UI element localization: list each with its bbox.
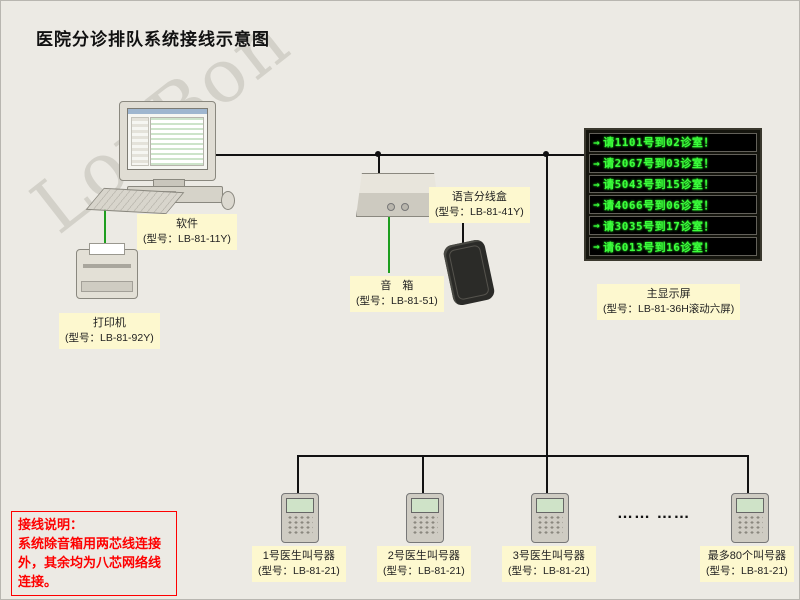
- led-text: 请2067号到03诊室！: [603, 157, 715, 171]
- caller2-model: (型号：LB-81-21): [383, 565, 465, 578]
- speaker-model: (型号：LB-81-51): [356, 295, 438, 308]
- mouse: [221, 191, 235, 210]
- page-title: 医院分诊排队系统接线示意图: [36, 30, 270, 49]
- voicebox-label: 语言分线盒 (型号：LB-81-41Y): [429, 187, 530, 224]
- software-window-sidebar: [131, 117, 149, 166]
- display-model: (型号：LB-81-36H滚动六屏): [603, 303, 735, 316]
- wire-printer-green: [104, 207, 106, 249]
- arrow-icon: →: [593, 198, 601, 212]
- wire-trunk-vertical: [546, 154, 548, 493]
- caller4-model: (型号：LB-81-21): [706, 565, 788, 578]
- caller1-model: (型号：LB-81-21): [258, 565, 340, 578]
- arrow-icon: →: [593, 219, 601, 233]
- caller2-label: 2号医生叫号器 (型号：LB-81-21): [377, 546, 471, 583]
- caller4-label: 最多80个叫号器 (型号：LB-81-21): [700, 546, 794, 583]
- printer-tray: [81, 281, 133, 292]
- wire-caller2-drop: [422, 455, 424, 493]
- caller-keypad: [537, 515, 563, 535]
- led-text: 请6013号到16诊室！: [603, 240, 715, 254]
- main-led-display: → 请1101号到02诊室！ → 请2067号到03诊室！ → 请5043号到1…: [584, 128, 762, 261]
- caller3-name: 3号医生叫号器: [512, 550, 585, 562]
- display-name: 主显示屏: [646, 288, 691, 300]
- arrow-icon: →: [593, 135, 601, 149]
- speaker-name: 音 箱: [380, 280, 414, 292]
- led-text: 请5043号到15诊室！: [603, 178, 715, 192]
- software-label: 软件 (型号：LB-81-11Y): [137, 214, 237, 251]
- caller-lcd: [736, 498, 764, 513]
- printer-name: 打印机: [92, 317, 126, 329]
- led-text: 请3035号到17诊室！: [603, 219, 715, 233]
- wire-junction: [543, 151, 549, 157]
- printer-model: (型号：LB-81-92Y): [65, 332, 154, 345]
- voicebox-model: (型号：LB-81-41Y): [435, 206, 524, 219]
- wire-speaker-green: [388, 215, 390, 273]
- voicebox-name: 语言分线盒: [451, 191, 507, 203]
- led-row: → 请4066号到06诊室！: [589, 195, 757, 215]
- software-window-titlebar: [128, 109, 207, 114]
- caller-keypad: [737, 515, 763, 535]
- led-row: → 请1101号到02诊室！: [589, 133, 757, 152]
- caller1-label: 1号医生叫号器 (型号：LB-81-21): [252, 546, 346, 583]
- led-row: → 请2067号到03诊室！: [589, 153, 757, 173]
- arrow-icon: →: [593, 177, 601, 191]
- printer-paper: [89, 243, 125, 255]
- software-model: (型号：LB-81-11Y): [143, 233, 231, 246]
- voice-distribution-box: [356, 173, 440, 217]
- caller-device-3: [531, 493, 569, 543]
- caller3-model: (型号：LB-81-21): [508, 565, 590, 578]
- wire-caller-bus: [297, 455, 749, 457]
- arrow-icon: →: [593, 156, 601, 170]
- caller4-name: 最多80个叫号器: [707, 550, 786, 562]
- display-label: 主显示屏 (型号：LB-81-36H滚动六屏): [597, 284, 741, 321]
- caller-device-1: [281, 493, 319, 543]
- wire-caller1-drop: [297, 455, 299, 493]
- led-text: 请4066号到06诊室！: [603, 198, 715, 212]
- caller-keypad: [287, 515, 313, 535]
- wire-junction: [375, 151, 381, 157]
- caller1-name: 1号医生叫号器: [262, 550, 335, 562]
- wiring-note: 接线说明： 系统除音箱用两芯线连接外，其余均为八芯网络线连接。: [11, 511, 177, 597]
- printer: [76, 243, 138, 299]
- software-name: 软件: [175, 218, 198, 230]
- caller-keypad: [412, 515, 438, 535]
- wire-main-horizontal: [214, 154, 584, 156]
- wiring-note-heading: 接线说明：: [18, 517, 84, 532]
- printer-label: 打印机 (型号：LB-81-92Y): [59, 313, 160, 350]
- led-row: → 请5043号到15诊室！: [589, 174, 757, 194]
- led-text: 请1101号到02诊室！: [603, 136, 715, 150]
- speaker-label: 音 箱 (型号：LB-81-51): [350, 276, 444, 313]
- keyboard: [85, 187, 185, 215]
- caller-lcd: [286, 498, 314, 513]
- led-row: → 请6013号到16诊室！: [589, 237, 757, 256]
- computer-screen: [127, 108, 208, 170]
- printer-slot: [83, 264, 131, 268]
- caller3-label: 3号医生叫号器 (型号：LB-81-21): [502, 546, 596, 583]
- caller-device-4: [731, 493, 769, 543]
- speaker: [442, 238, 496, 307]
- caller-device-2: [406, 493, 444, 543]
- caller-lcd: [536, 498, 564, 513]
- computer-monitor: [119, 101, 216, 181]
- wiring-note-body: 系统除音箱用两芯线连接外，其余均为八芯网络线连接。: [18, 535, 162, 589]
- led-row: → 请3035号到17诊室！: [589, 216, 757, 236]
- software-window-table: [150, 117, 204, 166]
- caller2-name: 2号医生叫号器: [387, 550, 460, 562]
- more-devices-ellipsis: …… ……: [617, 505, 691, 522]
- wire-voicebox-drop: [378, 154, 380, 175]
- arrow-icon: →: [593, 240, 601, 254]
- wire-caller4-drop: [747, 455, 749, 493]
- caller-lcd: [411, 498, 439, 513]
